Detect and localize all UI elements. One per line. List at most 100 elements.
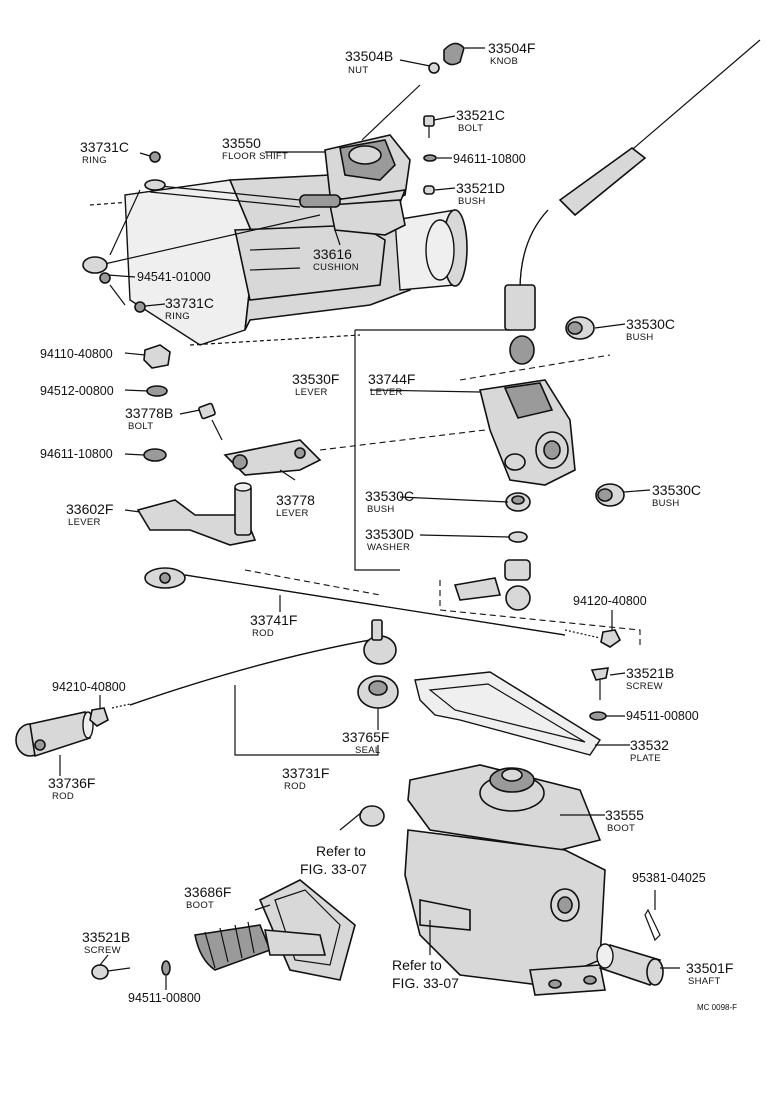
label-33530D-part: 33530D [365, 526, 414, 542]
label-33521B-right-name: SCREW [626, 681, 663, 692]
label-33530F-name: LEVER [295, 387, 328, 398]
washer-94611 [143, 448, 167, 462]
washer-94511-right [589, 711, 607, 721]
part-labels: 33504B NUT 33504F KNOB 33521C BOLT 94611… [40, 40, 733, 1005]
label-33521B-left-part: 33521B [82, 929, 130, 945]
rod-end-33736F [15, 711, 94, 758]
label-94541-01000: 94541-01000 [137, 270, 211, 284]
label-33521B-right-part: 33521B [626, 665, 674, 681]
label-33530C-top-name: BUSH [626, 332, 654, 343]
label-94120-40800: 94120-40800 [573, 594, 647, 608]
reference-upper-line1: Refer to [316, 843, 366, 859]
label-33741F-part: 33741F [250, 612, 297, 628]
plate-33532 [414, 671, 601, 756]
label-33736F-part: 33736F [48, 775, 95, 791]
lever-33778 [223, 439, 322, 476]
washer-33530D [508, 531, 528, 543]
label-33731F-name: ROD [284, 781, 306, 792]
label-33736F-name: ROD [52, 791, 74, 802]
label-33616-name: CUSHION [313, 262, 359, 273]
label-33778-part: 33778 [276, 492, 315, 508]
figure-code: MC 0098-F [697, 1003, 737, 1012]
label-94210-40800: 94210-40800 [52, 680, 126, 694]
label-33532-name: PLATE [630, 753, 661, 764]
label-33731C-lower-name: RING [165, 311, 190, 322]
bracket-33530F [354, 330, 400, 571]
bush-middle [505, 492, 531, 512]
label-33602F-name: LEVER [68, 517, 101, 528]
label-33530F-part: 33530F [292, 371, 339, 387]
seal-33765F [357, 675, 399, 709]
label-33778B-part: 33778B [125, 405, 173, 421]
label-33530C-mid-part: 33530C [365, 488, 414, 504]
screw-33521B-right [590, 667, 610, 700]
rod-33741F [144, 567, 622, 648]
label-94511-00800-right: 94511-00800 [626, 709, 699, 723]
label-33765F-part: 33765F [342, 729, 389, 745]
label-33555-name: BOOT [607, 823, 635, 834]
label-33741F-name: ROD [252, 628, 274, 639]
label-33504F-name: KNOB [490, 56, 518, 67]
label-33530C-right-part: 33530C [652, 482, 701, 498]
boot-33686F [194, 879, 356, 981]
reference-upper-line2: FIG. 33-07 [300, 861, 367, 877]
label-33778B-name: BOLT [128, 421, 153, 432]
label-33550-name: FLOOR SHIFT [222, 151, 288, 162]
bolt-33778B [198, 402, 223, 441]
label-95381-04025: 95381-04025 [632, 871, 706, 885]
lever-33744F [479, 379, 576, 486]
label-33504B-name: NUT [348, 65, 368, 76]
bracket-33731F [234, 685, 379, 756]
references: Refer to FIG. 33-07 Refer to FIG. 33-07 [300, 843, 459, 991]
rod-33731F [111, 619, 397, 709]
label-33555-part: 33555 [605, 807, 644, 823]
label-94512-00800: 94512-00800 [40, 384, 114, 398]
washer-94512 [146, 385, 168, 397]
label-33686F-name: BOOT [186, 900, 214, 911]
label-33731C-top-name: RING [82, 155, 107, 166]
screw-33521B-left [91, 964, 131, 980]
label-33686F-part: 33686F [184, 884, 231, 900]
label-33504F-part: 33504F [488, 40, 535, 56]
label-33550-part: 33550 [222, 135, 261, 151]
label-94511-00800-left: 94511-00800 [128, 991, 201, 1005]
label-33530C-right-name: BUSH [652, 498, 680, 509]
label-33521D-part: 33521D [456, 180, 505, 196]
label-33504B-part: 33504B [345, 48, 393, 64]
label-33501F-name: SHAFT [688, 976, 721, 987]
label-33616-part: 33616 [313, 246, 352, 262]
label-33744F-part: 33744F [368, 371, 415, 387]
label-94611-10800-top: 94611-10800 [453, 152, 526, 166]
label-33731C-top-part: 33731C [80, 139, 129, 155]
floor-shift-assembly [82, 84, 421, 306]
label-33501F-part: 33501F [686, 960, 733, 976]
label-94110-40800: 94110-40800 [40, 347, 113, 361]
label-33532-part: 33532 [630, 737, 669, 753]
label-33765F-name: SEAL [355, 745, 381, 756]
bush-top-right [565, 316, 595, 340]
plug-refer-upper [339, 805, 385, 831]
knob-nut-bolts [134, 42, 465, 313]
label-33530D-name: WASHER [367, 542, 410, 553]
dash-line-1 [459, 354, 611, 381]
label-33521C-name: BOLT [458, 123, 483, 134]
cotter-pin [644, 908, 661, 942]
shift-lever [504, 39, 761, 365]
label-94611-10800-mid: 94611-10800 [40, 447, 113, 461]
washer-94511-left [161, 960, 171, 976]
housing-and-boot-33555 [404, 764, 606, 996]
label-33731C-lower-part: 33731C [165, 295, 214, 311]
label-33521D-name: BUSH [458, 196, 486, 207]
reference-lower-line1: Refer to [392, 957, 442, 973]
lever-33602F [136, 482, 257, 546]
reference-lower-line2: FIG. 33-07 [392, 975, 459, 991]
label-33530C-top-part: 33530C [626, 316, 675, 332]
shaft-33501F [596, 943, 664, 987]
label-33744F-name: LEVER [370, 387, 403, 398]
label-33521C-part: 33521C [456, 107, 505, 123]
leader-lines [59, 47, 680, 990]
transmission-housing [89, 174, 468, 346]
label-33778-name: LEVER [276, 508, 309, 519]
